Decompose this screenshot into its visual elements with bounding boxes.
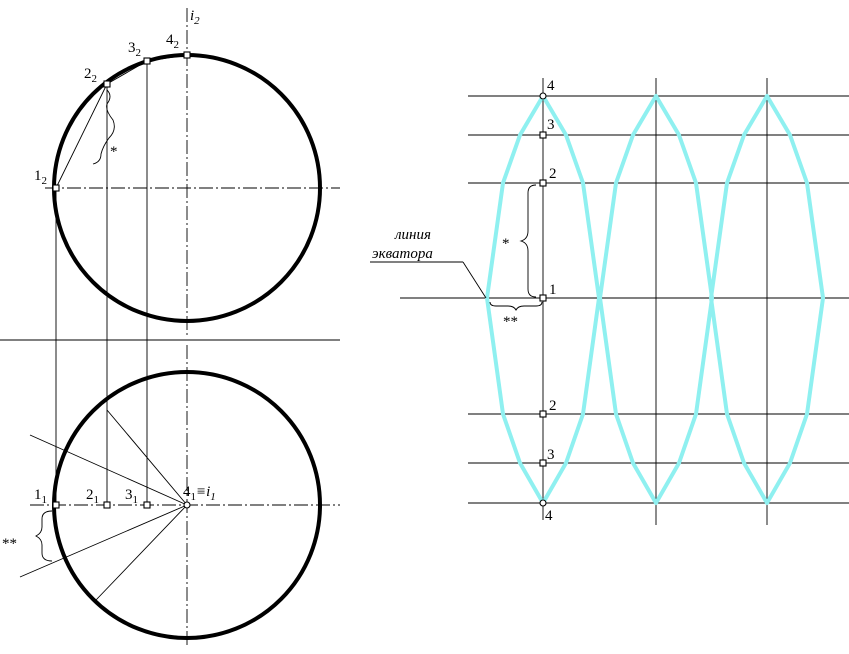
front-label-3: 32: [128, 40, 141, 59]
top-label-1: 11: [34, 487, 47, 506]
dev-label-4-top: 4: [547, 78, 555, 94]
top-point-1: [52, 501, 60, 509]
dev-point-4-top: [539, 92, 547, 100]
sector-ray-upper: [29, 434, 188, 506]
dev-double-star-mark: **: [503, 314, 518, 330]
front-star-brace: [92, 89, 115, 165]
sector-ray-lower: [19, 504, 188, 578]
dev-point-3-top: [539, 131, 547, 139]
front-point-4: [183, 51, 191, 59]
top-point-center: [183, 501, 191, 509]
top-label-2: 21: [86, 487, 99, 506]
front-point-2: [103, 80, 111, 88]
front-star-mark: *: [110, 144, 118, 160]
front-point-1: [52, 184, 60, 192]
dev-label-1: 1: [549, 282, 557, 298]
dev-label-4-bottom: 4: [545, 508, 553, 524]
top-point-3: [143, 501, 151, 509]
front-label-2: 22: [84, 66, 97, 85]
dev-point-3-bottom: [539, 459, 547, 467]
dev-point-4-bottom: [539, 499, 547, 507]
gore-2: [598, 94, 714, 505]
top-double-star-brace: [34, 510, 53, 562]
front-label-1: 12: [34, 168, 47, 187]
dev-label-3-bottom: 3: [547, 447, 555, 463]
top-point-2: [103, 501, 111, 509]
front-axis-label: i2: [190, 8, 200, 27]
front-view: i2 12 22 32 42 *: [34, 8, 340, 505]
top-label-center: 41≡i1: [183, 484, 216, 503]
ray-to-2-lower: [95, 504, 188, 601]
top-view: 11 21 31 41≡i1 **: [2, 345, 340, 645]
gore-3: [709, 94, 825, 505]
top-label-3: 31: [125, 487, 138, 506]
development-view: 4 3 2 1 2 3 4 * ** линия экватора: [370, 78, 849, 525]
dev-star-mark: *: [502, 236, 510, 252]
dev-point-2-top: [539, 179, 547, 187]
dev-label-2-bottom: 2: [549, 398, 557, 414]
dev-label-3-top: 3: [547, 117, 555, 133]
front-chords: [55, 54, 188, 189]
equator-label-line2: экватора: [372, 246, 433, 262]
dev-point-2-bottom: [539, 410, 547, 418]
equator-leader-line: [462, 261, 487, 299]
front-label-4: 42: [166, 32, 179, 51]
equator-label-line1: линия: [394, 227, 431, 243]
dev-point-1: [539, 294, 547, 302]
dev-star-brace: [519, 184, 537, 298]
top-double-star-mark: **: [2, 536, 17, 552]
dev-label-2-top: 2: [549, 166, 557, 182]
front-point-3: [143, 57, 151, 65]
dev-double-star-brace: [489, 301, 543, 312]
ray-to-2-upper: [106, 409, 188, 506]
